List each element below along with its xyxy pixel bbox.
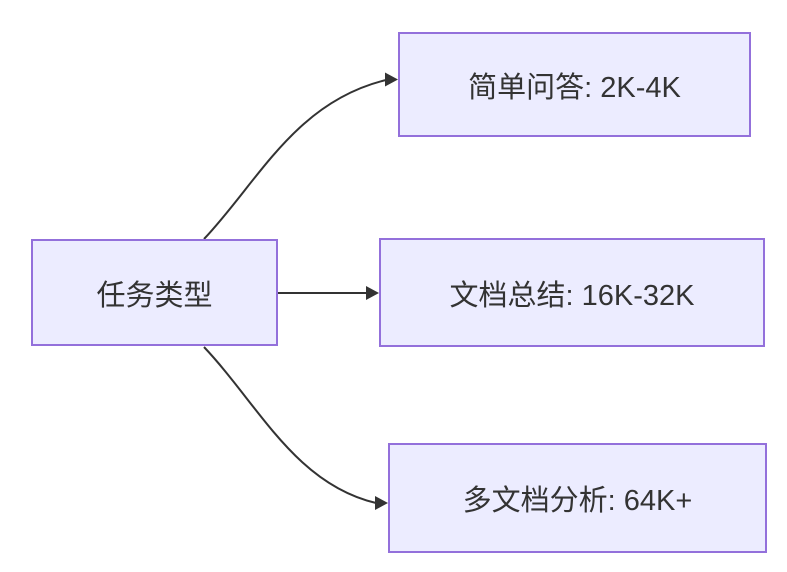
arrowhead-summary	[366, 286, 379, 300]
node-doc-summary: 文档总结: 16K-32K	[379, 238, 765, 347]
edge-task-to-multidoc	[203, 346, 377, 504]
node-simple-qa: 简单问答: 2K-4K	[398, 32, 751, 137]
node-task-type: 任务类型	[31, 239, 278, 346]
edge-task-to-qa	[203, 79, 387, 240]
arrowhead-multidoc	[375, 496, 388, 510]
arrowhead-qa	[385, 72, 398, 87]
node-multi-doc: 多文档分析: 64K+	[388, 443, 767, 553]
